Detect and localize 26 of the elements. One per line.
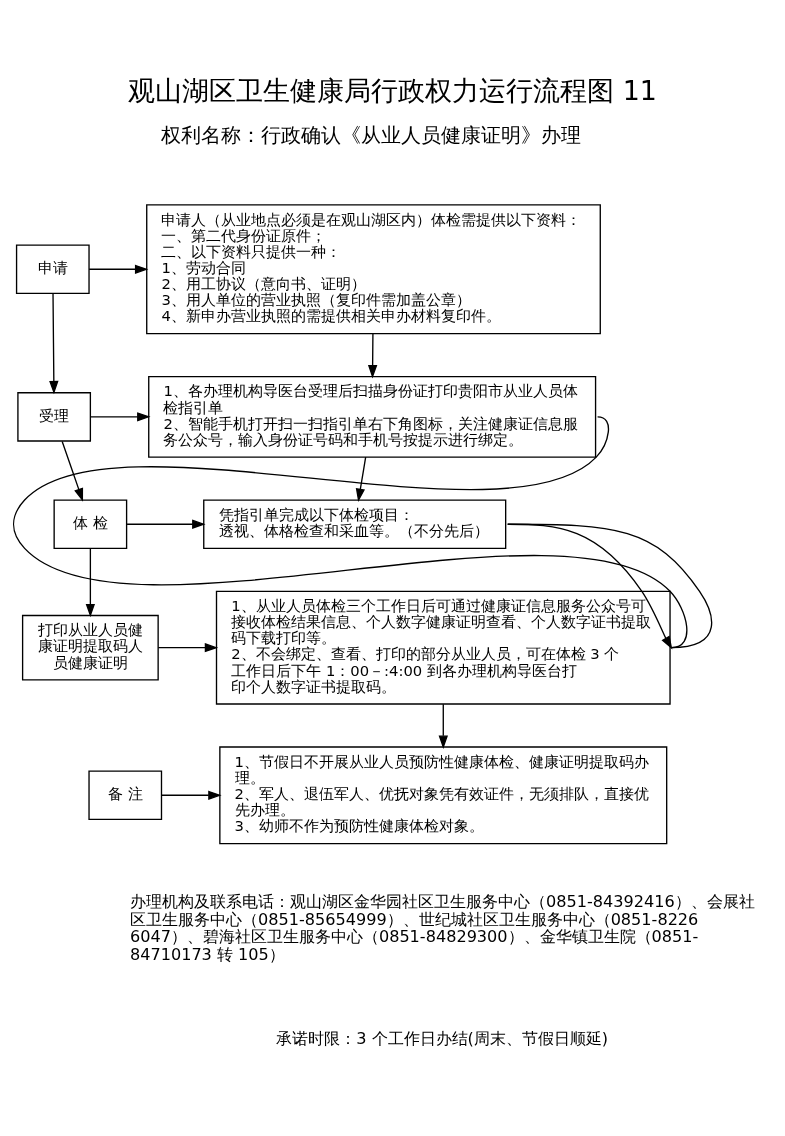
node-box: 打印从业人员健康证明提取码人员健康证明 <box>21 614 159 681</box>
node-box: 1、各办理机构导医台受理后扫描身份证打印贵阳市从业人员体检指引单 2、智能手机打开扫一扫指引单右下角图标，关注健康证信息服务公众号，输入身份证号码和手机号按提示进行绑定。 <box>148 375 597 458</box>
label: 承诺时限：3 个工作日办结(周末、节假日顺延) <box>276 1028 609 1048</box>
arrow <box>367 332 378 378</box>
label: 权利名称：行政确认《从业人员健康证明》办理 <box>161 122 582 147</box>
node-box: 体 检 <box>53 498 128 549</box>
label: 办理机构及联系电话：观山湖区金华园社区卫生服务中心（0851-84392416）、会展社区卫生服务中心（0851-85654999）、世纪城社区卫生服务中心（0851-82266047）、碧海社区卫生服务中心（0851-84829300）、金华镇卫生院（0851-84710173 转 105） <box>129 891 755 964</box>
node-box: 申请 <box>15 243 90 294</box>
arrow <box>438 703 448 749</box>
node-box: 受理 <box>17 391 92 442</box>
node-box: 申请人（从业地点必须是在观山湖区内）体检需提供以下资料： 一、第二代身份证原件； 二、以下资料只提供一种： 1、劳动合同 2、用工协议（意向书、证明） 3、用人单位的营业执照（复印件需加盖公章） 4、新申办营业执照的需提供相关申办材料复印件。 <box>146 203 601 334</box>
node-box: 凭指引单完成以下体检项目： 透视、体格检查和采血等。（不分先后） <box>203 498 507 549</box>
arrow <box>157 642 219 652</box>
node-box: 备 注 <box>88 769 163 820</box>
connector <box>507 523 713 648</box>
node-box: 1、节假日不开展从业人员预防性健康体检、健康证明提取码办理。 2、军人、退伍军人、优抚对象凭有效证件，无须排队，直接优先办理。 3、幼师不作为预防性健康体检对象。 <box>219 745 668 844</box>
arrow <box>49 292 59 394</box>
arrow <box>85 547 96 617</box>
arrow <box>355 456 367 502</box>
arrow <box>161 790 222 800</box>
connector <box>13 415 688 648</box>
arrow <box>88 264 149 274</box>
arrow <box>126 519 206 529</box>
arrow <box>61 440 84 502</box>
diagram-title: 观山湖区卫生健康局行政权力运行流程图 11 <box>128 74 657 106</box>
arrow <box>90 411 151 422</box>
